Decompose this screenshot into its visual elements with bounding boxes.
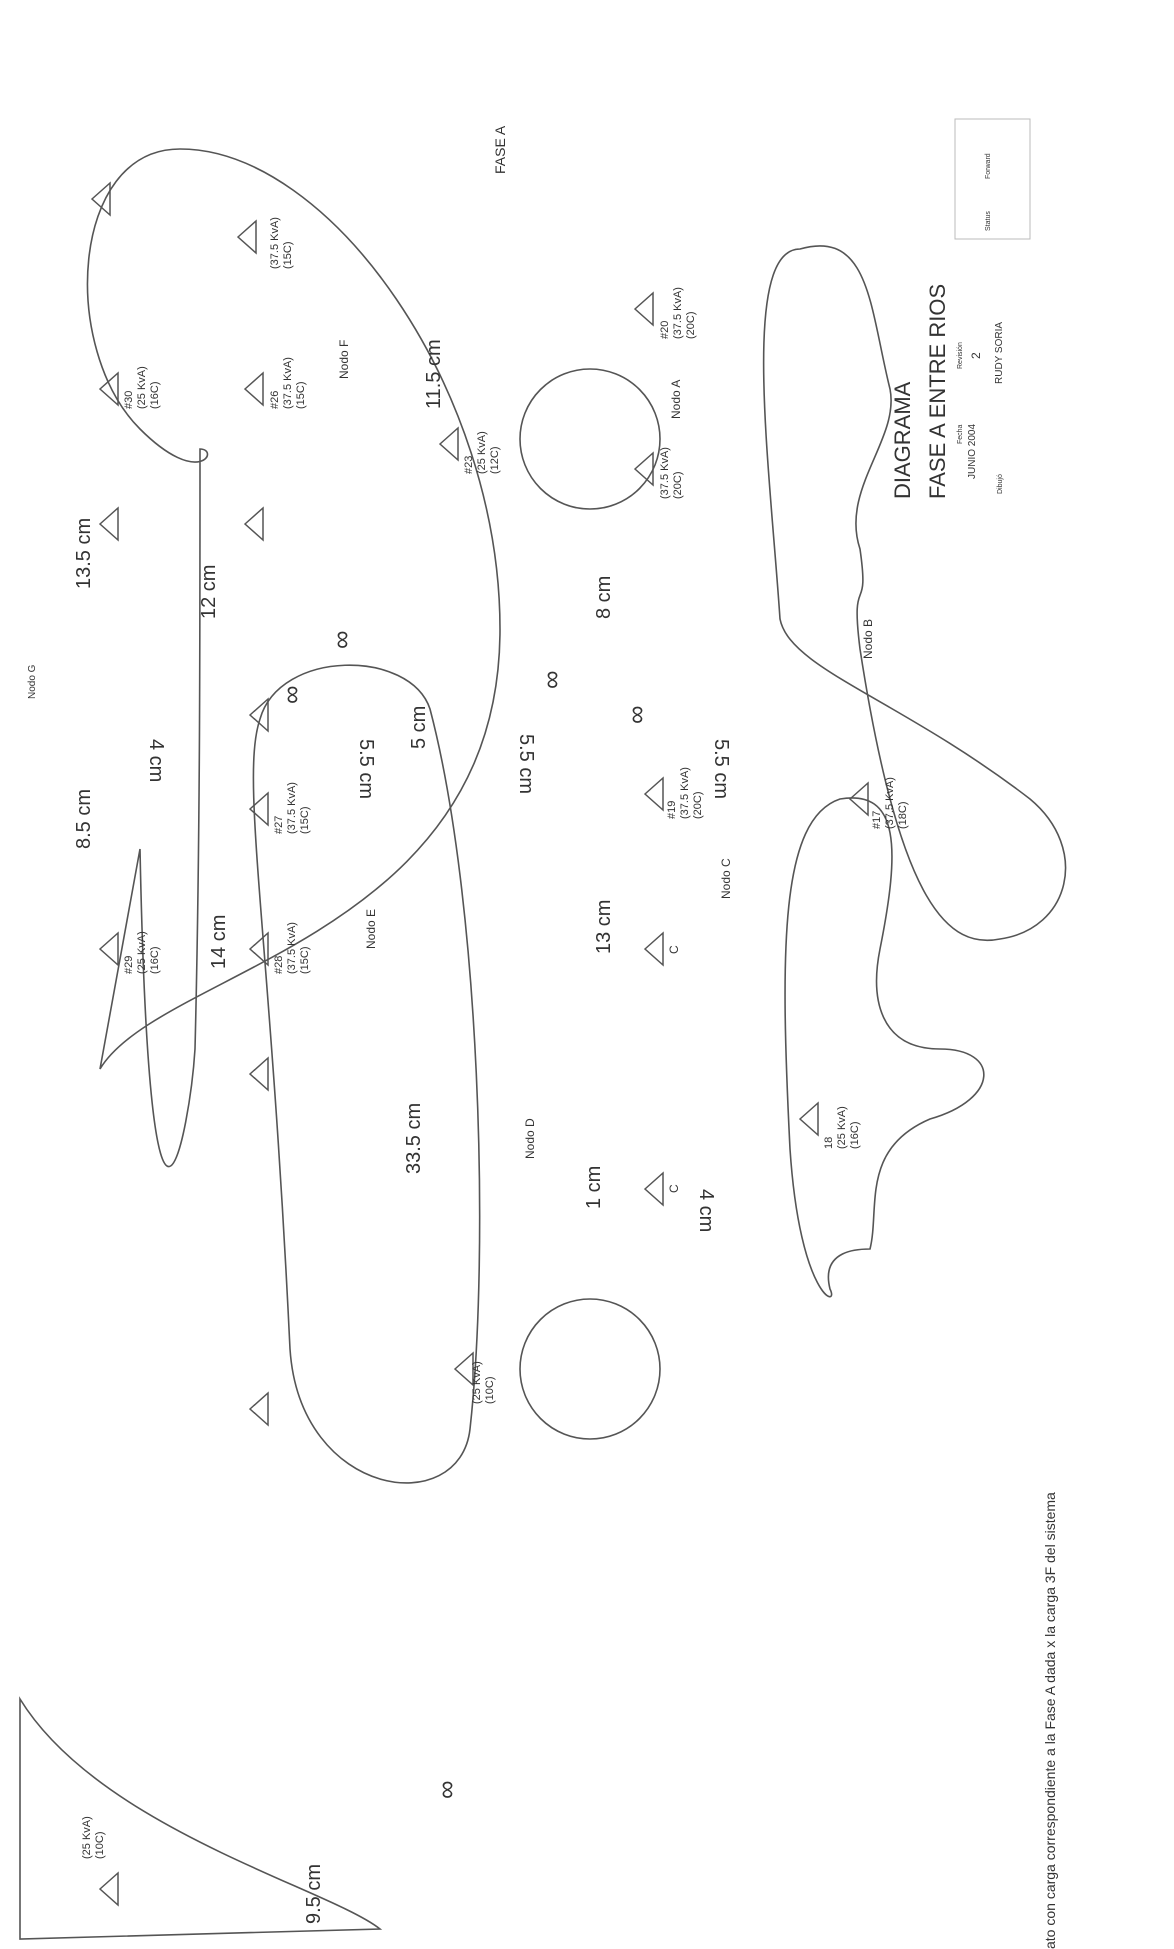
dibujo-label: Dibujó [997, 474, 1004, 494]
distance-5-5-c: 5.5 cm [710, 739, 732, 799]
nodo-c-label: Nodo C [719, 858, 733, 899]
transformer-27-label: #27(37.5 KvA)(15C) [273, 782, 311, 834]
transformer-icon [243, 506, 264, 542]
transformer-29-label: #29(25 KvA)(16C) [123, 931, 161, 974]
title-box-label-2: Forward [985, 153, 992, 179]
distance-9-5: 9.5 cm [303, 1864, 325, 1924]
nodo-e-outline [252, 664, 481, 1484]
link-mark: ∞ [536, 670, 566, 689]
fecha-label: Fecha [957, 424, 964, 444]
nodo-a-outline [519, 368, 661, 510]
transformer-icon [248, 697, 269, 733]
title-box-label-1: Status [985, 211, 992, 231]
title-box [954, 118, 1031, 240]
nodo-d-label: Nodo D [523, 1118, 537, 1159]
nodo-b-mid-label: (37.5 KvA)(20C) [659, 447, 684, 499]
nodo-g-label: Nodo G [27, 664, 38, 699]
transformer-icon [248, 791, 269, 827]
transformer-30-label: #30(25 KvA)(16C) [123, 366, 161, 409]
transformer-icon [643, 776, 664, 812]
revision-label: Revisión [957, 342, 964, 369]
distance-13-5: 13.5 cm [73, 518, 95, 589]
fecha-value: JUNIO 2004 [967, 424, 978, 479]
transformer-icon [248, 1391, 269, 1427]
distance-33-5: 33.5 cm [403, 1103, 425, 1174]
footer-note: ato con carga correspondiente a la Fase … [1042, 1492, 1058, 1949]
transformer-icon [633, 451, 654, 487]
nodo-c-outline [784, 797, 985, 1298]
link-mark: ∞ [431, 1780, 461, 1799]
transformer-icon [236, 219, 257, 255]
nodo-f-label: Nodo F [337, 340, 351, 379]
dibujo-value: RUDY SORIA [994, 322, 1005, 384]
transformer-icon [798, 1101, 819, 1137]
transformer-icon [98, 931, 119, 967]
transformer-icon [643, 931, 664, 967]
transformer-17-label: #17(37.5 KvA)(18C) [871, 777, 909, 829]
transformer-icon [243, 371, 264, 407]
transformer-icon [98, 1871, 119, 1907]
distance-1: 1 cm [583, 1166, 605, 1209]
transformer-icon [248, 931, 269, 967]
nodo-a-label: Nodo A [669, 380, 683, 419]
revision-value: 2 [969, 352, 983, 359]
nodo-b-label: Nodo B [861, 619, 875, 659]
transformer-icon [98, 371, 119, 407]
nodo-d-outline [519, 1298, 661, 1440]
transformer-23-label: #23(25 KvA)(12C) [463, 431, 501, 474]
link-mark: ∞ [621, 705, 651, 724]
nodo-c-mid-label: C [667, 945, 681, 954]
transformer-icon [438, 426, 459, 462]
phase-label: FASE A [492, 125, 508, 174]
transformer-icon [98, 506, 119, 542]
distance-8-5: 8.5 cm [73, 789, 95, 849]
nodo-g-transformer-label: (25 KvA)(10C) [81, 1816, 106, 1859]
distance-5: 5 cm [408, 706, 430, 749]
diagram-subtitle: FASE A ENTRE RIOS [925, 284, 950, 499]
nodo-c-end-label: C [667, 1184, 681, 1193]
nodo-d-transformer-label: (25 KvA)(10C) [471, 1361, 496, 1404]
transformer-icon [643, 1171, 664, 1207]
distance-5-5-a: 5.5 cm [355, 739, 377, 799]
link-mark: ∞ [326, 630, 356, 649]
distance-12: 12 cm [198, 565, 220, 619]
transformer-icon [848, 781, 869, 817]
nodo-b-outline [762, 245, 1067, 942]
link-mark: ∞ [276, 685, 306, 704]
distance-14: 14 cm [208, 915, 230, 969]
distance-4-b: 4 cm [695, 1189, 717, 1232]
nodo-e-label: Nodo E [364, 909, 378, 949]
transformer-19-label: #19(37.5 KvA)(20C) [666, 767, 704, 819]
distance-5-5-b: 5.5 cm [515, 734, 537, 794]
transformer-icon [633, 291, 654, 327]
transformer-18-label: 18(25 KvA)(16C) [823, 1106, 861, 1149]
distance-4-a: 4 cm [145, 739, 167, 782]
transformer-20-label: #20(37.5 KvA)(20C) [659, 287, 697, 339]
diagram-title: DIAGRAMA [890, 381, 915, 499]
transformer-icon [453, 1351, 474, 1387]
distance-13: 13 cm [593, 900, 615, 954]
nodo-g-outline [19, 1696, 383, 1940]
nodo-f-top-label: (37.5 KvA)(15C) [269, 217, 294, 269]
distance-8: 8 cm [593, 576, 615, 619]
transformer-28-label: #28(37.5 KvA)(15C) [273, 922, 311, 974]
transformer-icon [248, 1056, 269, 1092]
transformer-icon [90, 181, 111, 217]
distance-11-5: 11.5 cm [423, 339, 445, 409]
nodo-f-outline [86, 148, 501, 1168]
transformer-26a-label: #26(37.5 KvA)(15C) [269, 357, 307, 409]
